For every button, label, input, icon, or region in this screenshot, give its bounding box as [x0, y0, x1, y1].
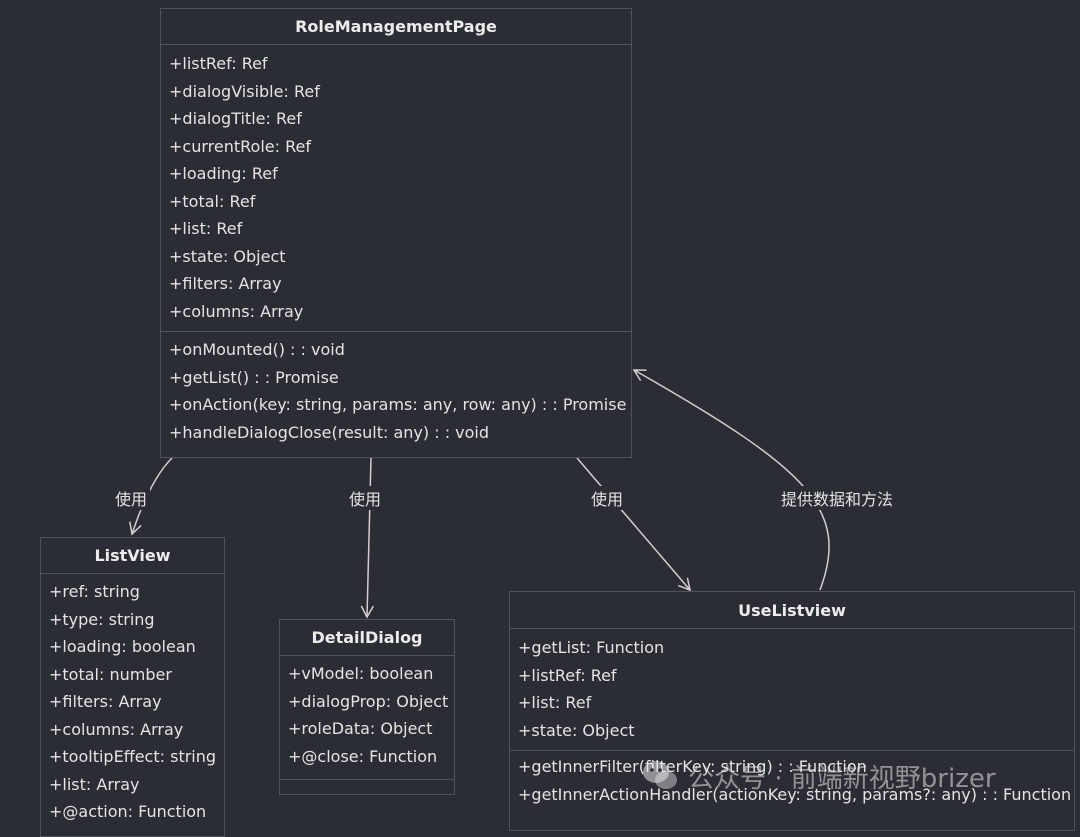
attribute-row: +listRef: Ref: [169, 54, 268, 73]
class-methods-empty: [280, 780, 454, 794]
edge-page-to-detaildialog: [360, 457, 374, 619]
attribute-row: +ref: string: [49, 582, 140, 601]
watermark-text: 公众号 · 前端新视野brizer: [688, 763, 996, 794]
class-detail-dialog: DetailDialog +vModel: boolean +dialogPro…: [279, 619, 455, 795]
attribute-row: +type: string: [49, 609, 155, 629]
method-row: +handleDialogClose(result: any) : : void: [169, 422, 490, 442]
edge-uselistview-to-page: [632, 369, 830, 591]
attribute-row: +loading: boolean: [49, 637, 196, 656]
attribute-row: +roleData: Object: [288, 719, 433, 738]
class-attributes: +vModel: boolean +dialogProp: Object +ro…: [280, 656, 454, 780]
class-role-management-page: RoleManagementPage +listRef: Ref +dialog…: [160, 8, 632, 458]
attribute-row: +listRef: Ref: [518, 665, 617, 685]
attribute-row: +list: Ref: [518, 693, 592, 712]
method-row: +getInnerActionHandler(actionKey: string…: [518, 784, 1072, 804]
attribute-row: +state: Object: [169, 246, 286, 266]
attribute-row: +total: Ref: [169, 191, 256, 211]
method-row: +onAction(key: string, params: any, row:…: [169, 395, 627, 414]
attribute-row: +columns: Array: [169, 301, 304, 321]
class-title: UseListview: [510, 592, 1074, 629]
attribute-row: +tooltipEffect: string: [49, 747, 217, 766]
edge-label-provide-data: 提供数据和方法: [778, 486, 897, 510]
class-attributes: +listRef: Ref +dialogVisible: Ref +dialo…: [161, 45, 631, 332]
attribute-row: +filters: Array: [49, 692, 162, 711]
edge-label-listview: 使用: [112, 486, 151, 510]
method-row: +getInnerFilter(filterKey: string) : : F…: [518, 757, 867, 776]
wechat-icon: [643, 761, 677, 789]
attribute-row: +list: Array: [49, 774, 140, 794]
class-list-view: ListView +ref: string +type: string +loa…: [40, 537, 225, 837]
attribute-row: +list: Ref: [169, 219, 243, 238]
method-row: +onMounted() : : void: [169, 340, 345, 359]
class-title: DetailDialog: [280, 620, 454, 656]
attribute-row: +state: Object: [518, 720, 635, 740]
class-title: RoleManagementPage: [161, 9, 631, 45]
attribute-row: +loading: Ref: [169, 164, 278, 183]
attribute-row: +@action: Function: [49, 802, 207, 821]
attribute-row: +filters: Array: [169, 274, 282, 293]
watermark: 公众号 · 前端新视野brizer: [640, 756, 996, 796]
class-use-listview: UseListview +getList: Function +listRef:…: [509, 591, 1075, 831]
method-row: +getList() : : Promise: [169, 367, 339, 387]
edge-label-detaildialog: 使用: [346, 486, 385, 510]
attribute-row: +dialogVisible: Ref: [169, 81, 320, 101]
attribute-row: +@close: Function: [288, 746, 438, 766]
attribute-row: +vModel: boolean: [288, 664, 434, 683]
attribute-row: +dialogProp: Object: [288, 691, 449, 711]
attribute-row: +columns: Array: [49, 719, 184, 739]
attribute-row: +dialogTitle: Ref: [169, 109, 302, 128]
edge-page-to-uselistview: [576, 457, 692, 592]
edge-page-to-listview: [129, 457, 173, 536]
class-methods: +getInnerFilter(filterKey: string) : : F…: [510, 751, 1074, 808]
edge-label-uselistview: 使用: [588, 486, 627, 510]
class-methods: +onMounted() : : void +getList() : : Pro…: [161, 332, 631, 446]
class-attributes: +ref: string +type: string +loading: boo…: [41, 574, 224, 826]
class-attributes: +getList: Function +listRef: Ref +list: …: [510, 629, 1074, 751]
attribute-row: +total: number: [49, 664, 172, 684]
class-title: ListView: [41, 538, 224, 574]
attribute-row: +getList: Function: [518, 638, 665, 657]
attribute-row: +currentRole: Ref: [169, 136, 311, 156]
